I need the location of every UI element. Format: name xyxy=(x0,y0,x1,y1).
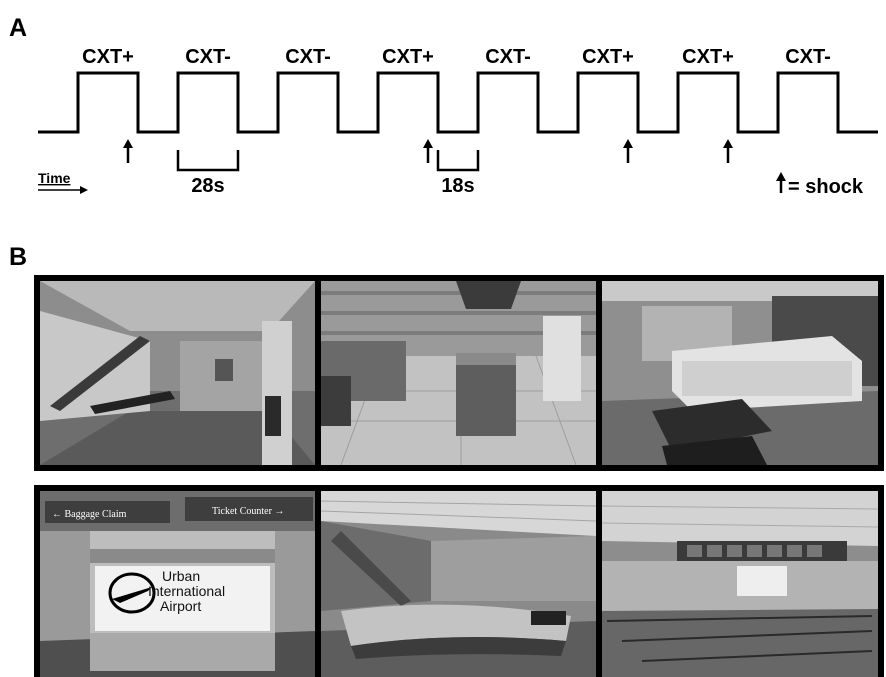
airport-scene-baggage-carousel xyxy=(321,491,596,677)
panel-a-label: A xyxy=(9,14,28,42)
context-label: CXT- xyxy=(785,46,831,68)
legend-shock-arrow-icon xyxy=(776,172,786,181)
time-label: Time xyxy=(38,170,71,186)
shock-arrow-icon xyxy=(123,139,133,148)
shock-arrow-icon xyxy=(723,139,733,148)
legend-label: = shock xyxy=(788,176,864,198)
duration-label-gap: 18s xyxy=(441,175,474,197)
ticket-counter-sign: Ticket Counter → xyxy=(212,506,284,517)
duration-bracket-gap xyxy=(436,150,480,172)
airport-scene-lobby: ← Baggage Claim Ticket Counter → Urban I… xyxy=(40,491,315,677)
airport-scene-ticket-counter xyxy=(602,491,878,677)
duration-label-context: 28s xyxy=(191,175,224,197)
context-label: CXT- xyxy=(285,46,331,68)
time-arrow-icon xyxy=(80,186,88,194)
context-timeline: CXT+ CXT- CXT- CXT+ CXT- CXT+ CXT+ CXT- 28s 18s Ti… xyxy=(38,46,878,198)
context-label: CXT+ xyxy=(82,46,134,68)
house-scene-strip xyxy=(34,275,884,471)
context-waveform xyxy=(38,71,878,134)
airport-scene-strip: ← Baggage Claim Ticket Counter → Urban I… xyxy=(34,485,884,677)
context-label: CXT- xyxy=(185,46,231,68)
baggage-claim-sign: ← Baggage Claim xyxy=(52,509,127,520)
airport-sign-line3: Airport xyxy=(160,598,201,614)
context-label: CXT+ xyxy=(682,46,734,68)
duration-bracket-context xyxy=(176,150,240,172)
house-scene-living-room xyxy=(602,281,878,465)
house-scene-kitchen xyxy=(321,281,596,465)
shock-arrow-icon xyxy=(423,139,433,148)
airport-sign-line1: Urban xyxy=(162,568,200,584)
panel-b-label: B xyxy=(9,243,28,271)
context-label: CXT+ xyxy=(382,46,434,68)
house-scene-hallway xyxy=(40,281,315,465)
shock-arrow-icon xyxy=(623,139,633,148)
context-label: CXT+ xyxy=(582,46,634,68)
context-label: CXT- xyxy=(485,46,531,68)
airplane-logo-icon xyxy=(108,572,156,614)
airport-sign-line2: International xyxy=(148,583,225,599)
